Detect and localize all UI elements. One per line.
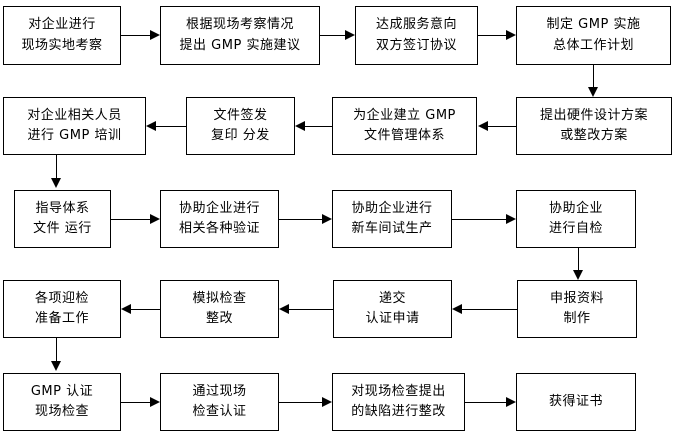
node-line-1: 达成服务意向 bbox=[375, 17, 457, 33]
node-line-1: 对现场检查提出 bbox=[351, 383, 446, 399]
node-line-2: 制作 bbox=[563, 311, 591, 326]
flow-node-n10: 协助企业进行 相关各种验证 bbox=[160, 190, 279, 248]
edge-n6-n5-arrow bbox=[146, 121, 156, 131]
flow-node-n6: 文件签发 复印 分发 bbox=[186, 97, 295, 155]
flow-node-n9: 指导体系 文件 运行 bbox=[14, 190, 111, 248]
node-line-1: 提出硬件设计方案 bbox=[539, 107, 648, 123]
edge-n11-n12-line bbox=[452, 219, 506, 220]
node-line-2: 的缺陷进行整改 bbox=[351, 404, 446, 419]
edge-n1-n2-arrow bbox=[150, 30, 160, 40]
edge-n6-n5-line bbox=[156, 126, 186, 127]
edge-n1-n2-line bbox=[121, 35, 150, 36]
flow-node-n7: 为企业建立 GMP 文件管理体系 bbox=[332, 97, 477, 155]
flow-node-n1: 对企业进行 现场实地考察 bbox=[3, 6, 121, 65]
edge-n13-n17-line bbox=[56, 338, 57, 362]
flow-node-n16: 申报资料 制作 bbox=[517, 280, 637, 338]
node-line-1: 协助企业进行 bbox=[351, 200, 433, 216]
edge-n4-n8-line bbox=[593, 65, 594, 88]
flow-node-n4: 制定 GMP 实施 总体工作计划 bbox=[516, 6, 671, 65]
edge-n13-n17-arrow bbox=[51, 361, 61, 371]
edge-n16-n15-arrow bbox=[452, 304, 462, 314]
edge-n12-n16-arrow bbox=[573, 270, 583, 280]
edge-n18-n19-line bbox=[279, 402, 322, 403]
node-line-1: 模拟检查 bbox=[192, 290, 247, 306]
edge-n12-n16-line bbox=[578, 248, 579, 271]
node-line-1: 获得证书 bbox=[548, 393, 603, 409]
edge-n15-n14-line bbox=[289, 309, 333, 310]
flow-node-n3: 达成服务意向 双方签订协议 bbox=[355, 6, 478, 65]
edge-n2-n3-arrow bbox=[345, 30, 355, 40]
node-line-2: 双方签订协议 bbox=[375, 37, 457, 53]
edge-n3-n4-line bbox=[478, 35, 506, 36]
edge-n3-n4-arrow bbox=[506, 30, 516, 40]
edge-n16-n15-line bbox=[462, 309, 517, 310]
node-line-2: 现场实地考察 bbox=[21, 37, 103, 53]
edge-n9-n10-arrow bbox=[150, 214, 160, 224]
edge-n11-n12-arrow bbox=[506, 214, 516, 224]
node-line-2: 文件管理体系 bbox=[363, 128, 445, 143]
edge-n8-n7-line bbox=[488, 126, 516, 127]
node-line-1: 递交 bbox=[378, 290, 406, 306]
flow-node-n12: 协助企业 进行自检 bbox=[516, 190, 636, 248]
flow-node-n17: GMP 认证 现场检查 bbox=[3, 373, 121, 431]
node-line-1: 对企业相关人员 bbox=[27, 107, 122, 123]
edge-n9-n10-line bbox=[111, 219, 150, 220]
node-line-2: 现场检查 bbox=[34, 404, 89, 419]
node-line-2: 文件 运行 bbox=[33, 221, 92, 236]
flow-node-n2: 根据现场考察情况 提出 GMP 实施建议 bbox=[160, 6, 320, 65]
node-line-1: 文件签发 bbox=[213, 107, 268, 123]
edge-n10-n11-arrow bbox=[322, 214, 332, 224]
node-line-1: GMP 认证 bbox=[30, 383, 94, 399]
edge-n7-n6-line bbox=[305, 126, 332, 127]
node-line-1: 申报资料 bbox=[549, 290, 604, 306]
edge-n17-n18-line bbox=[121, 402, 150, 403]
flow-node-n20: 获得证书 bbox=[516, 373, 636, 431]
node-line-2: 进行 GMP 培训 bbox=[27, 128, 122, 143]
node-line-1: 协助企业进行 bbox=[178, 200, 260, 216]
edge-n5-n9-line bbox=[56, 155, 57, 179]
node-line-2: 检查认证 bbox=[192, 404, 247, 419]
node-line-2: 复印 分发 bbox=[211, 128, 270, 143]
flow-node-n18: 通过现场 检查认证 bbox=[160, 373, 279, 431]
node-line-1: 制定 GMP 实施 bbox=[546, 17, 641, 33]
node-line-2: 提出 GMP 实施建议 bbox=[179, 37, 301, 53]
edge-n15-n14-arrow bbox=[279, 304, 289, 314]
edge-n7-n6-arrow bbox=[295, 121, 305, 131]
edge-n14-n13-line bbox=[131, 309, 160, 310]
edge-n19-n20-line bbox=[465, 402, 506, 403]
node-line-2: 相关各种验证 bbox=[178, 221, 260, 236]
flow-node-n11: 协助企业进行 新车间试生产 bbox=[332, 190, 452, 248]
node-line-1: 对企业进行 bbox=[28, 17, 96, 33]
edge-n2-n3-line bbox=[320, 35, 345, 36]
edge-n4-n8-arrow bbox=[588, 87, 598, 97]
node-line-1: 各项迎检 bbox=[34, 290, 89, 306]
node-line-2: 进行自检 bbox=[548, 221, 603, 236]
node-line-2: 整改 bbox=[205, 311, 233, 326]
flow-node-n5: 对企业相关人员 进行 GMP 培训 bbox=[3, 97, 146, 155]
flow-node-n14: 模拟检查 整改 bbox=[160, 280, 279, 338]
flow-node-n19: 对现场检查提出 的缺陷进行整改 bbox=[332, 373, 465, 431]
node-line-2: 总体工作计划 bbox=[552, 37, 634, 53]
node-line-1: 协助企业 bbox=[548, 200, 603, 216]
flow-node-n15: 递交 认证申请 bbox=[333, 280, 452, 338]
edge-n17-n18-arrow bbox=[150, 397, 160, 407]
edge-n18-n19-arrow bbox=[322, 397, 332, 407]
edge-n19-n20-arrow bbox=[506, 397, 516, 407]
edge-n10-n11-line bbox=[279, 219, 322, 220]
edge-n5-n9-arrow bbox=[51, 178, 61, 188]
edge-n8-n7-arrow bbox=[478, 121, 488, 131]
node-line-1: 根据现场考察情况 bbox=[185, 17, 294, 33]
node-line-2: 新车间试生产 bbox=[351, 221, 433, 236]
node-line-1: 指导体系 bbox=[35, 200, 90, 216]
flow-node-n13: 各项迎检 准备工作 bbox=[3, 280, 121, 338]
node-line-2: 或整改方案 bbox=[560, 128, 628, 143]
node-line-2: 认证申请 bbox=[365, 311, 420, 326]
node-line-2: 准备工作 bbox=[34, 311, 89, 326]
flow-node-n8: 提出硬件设计方案 或整改方案 bbox=[516, 97, 672, 155]
node-line-1: 为企业建立 GMP bbox=[353, 107, 456, 123]
edge-n14-n13-arrow bbox=[121, 304, 131, 314]
node-line-1: 通过现场 bbox=[192, 383, 247, 399]
